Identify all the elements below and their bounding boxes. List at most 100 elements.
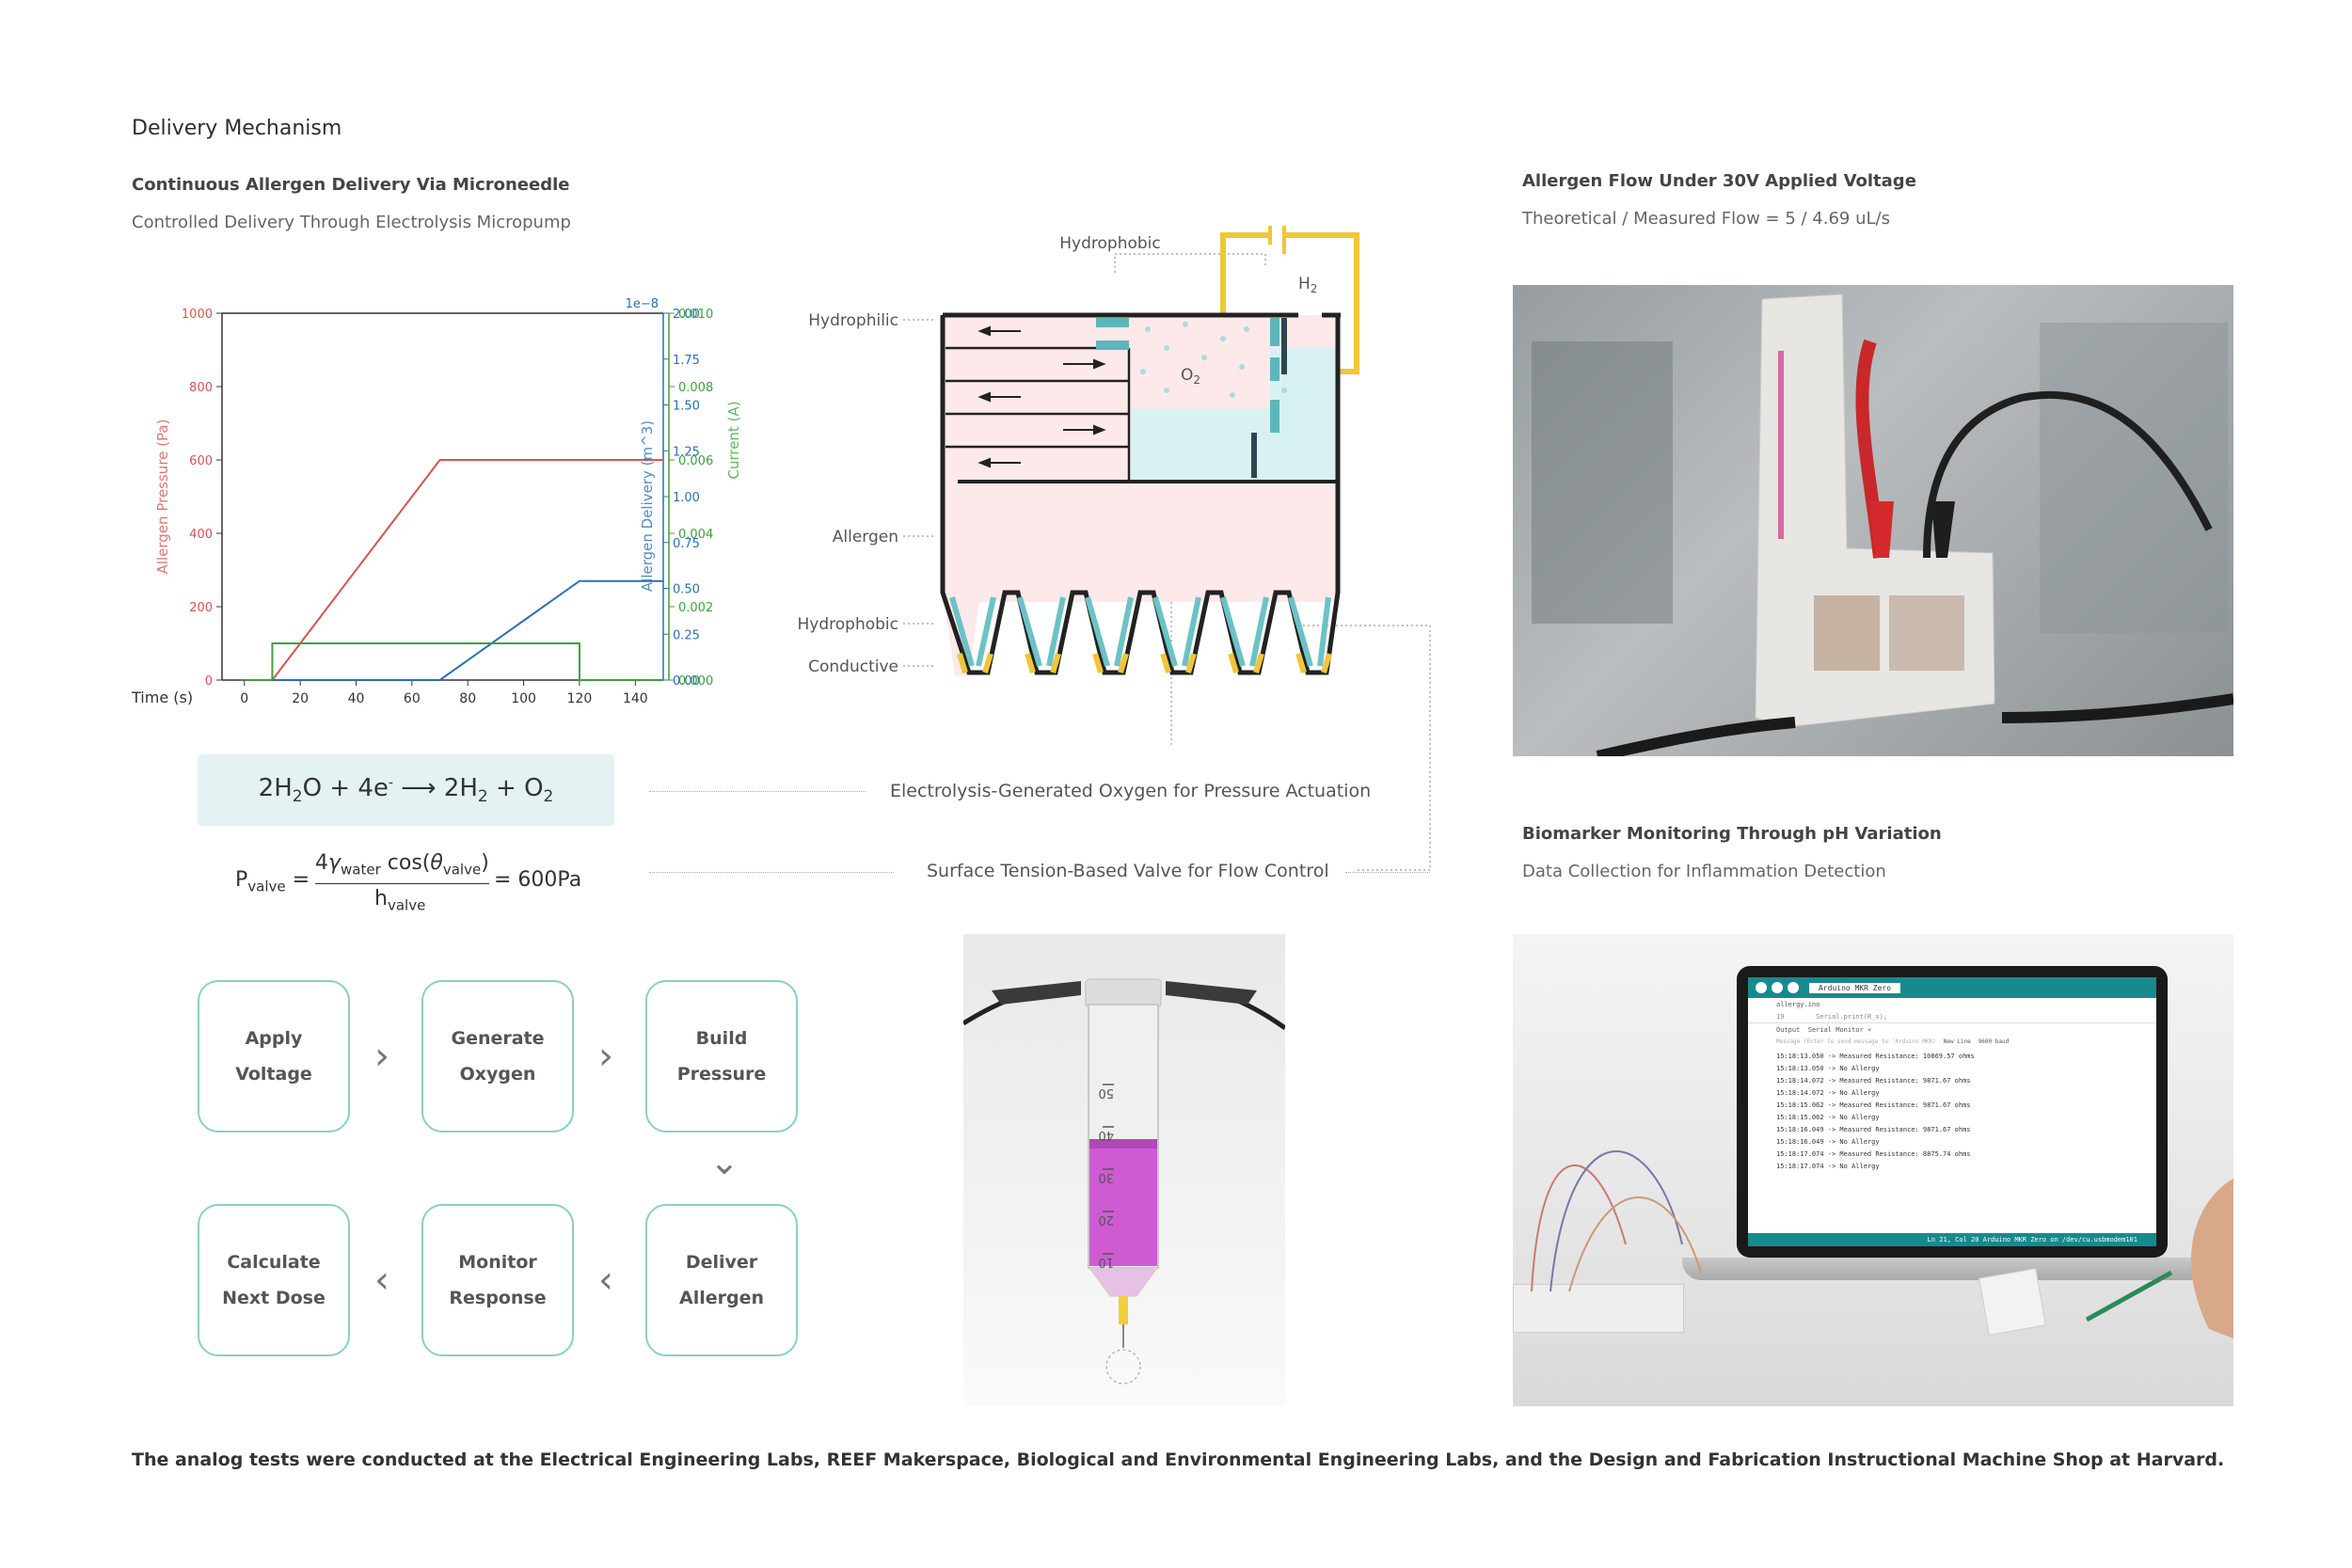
x-tick-label: 20 — [292, 691, 309, 706]
y-tick-label-1: 0.25 — [673, 628, 700, 642]
arrow-right-2-icon: › — [598, 1035, 613, 1078]
file-tab[interactable]: allergy.ino — [1776, 1001, 1820, 1008]
laptop-base — [1682, 1258, 2228, 1280]
serial-monitor-tab[interactable]: Serial Monitor × — [1807, 1026, 1872, 1034]
series-line-0 — [271, 459, 663, 681]
y-tick-label-2: 0.006 — [678, 454, 713, 468]
y-tick-label-0: 0 — [205, 674, 213, 689]
label-h2: H2 — [1298, 275, 1317, 295]
eq2-leader-right — [1345, 872, 1430, 873]
y-tick-label-1: 0.00 — [673, 674, 700, 689]
y-axis-label-1: Allergen Delivery (m^3) — [639, 420, 656, 592]
x-tick-label: 40 — [348, 691, 365, 706]
laptop-photo: Arduino MKR Zero allergy.ino 19 Serial.p… — [1513, 934, 2233, 1406]
series-line-1 — [244, 579, 663, 681]
hydrophobic-coating — [949, 596, 1331, 667]
liquid-fill — [1089, 1139, 1157, 1266]
serial-input[interactable]: Message (Enter to send message to 'Ardui… — [1776, 1038, 1936, 1045]
syringe-mark-10: 10 — [1098, 1255, 1114, 1269]
arrow-left-1-icon: ‹ — [598, 1259, 613, 1302]
section-subtitle-delivery: Controlled Delivery Through Electrolysis… — [132, 213, 571, 232]
label-hydrophilic: Hydrophilic — [808, 311, 898, 330]
y-tick-label-1: 2.00 — [673, 308, 700, 322]
pump-body-outline — [940, 315, 1341, 675]
output-tab[interactable]: Output — [1776, 1026, 1801, 1034]
x-tick-label: 60 — [404, 691, 421, 706]
x-tick-label: 80 — [459, 691, 476, 706]
board-select[interactable]: Arduino MKR Zero — [1809, 982, 1901, 993]
label-hydrophobic-bottom: Hydrophobic — [798, 615, 898, 634]
section-subtitle-biomarker: Data Collection for Inflammation Detecti… — [1522, 862, 1886, 881]
arrow-left-2-icon: ‹ — [374, 1259, 389, 1302]
y-tick-label-0: 600 — [189, 454, 213, 468]
y-tick-label-1: 1.75 — [673, 354, 700, 368]
y-tick-label-0: 400 — [189, 528, 213, 542]
syringe-mark-30: 30 — [1098, 1170, 1114, 1184]
device-photo — [1513, 285, 2233, 756]
syringe-mark-40: 40 — [1098, 1128, 1114, 1142]
y-axis-offset-1: 1e−8 — [626, 297, 659, 311]
y-tick-label-0: 200 — [189, 601, 213, 615]
newline-select[interactable]: New Line — [1943, 1038, 1971, 1045]
y-tick-label-2: 0.008 — [678, 381, 713, 395]
label-allergen: Allergen — [833, 528, 898, 546]
status-bar: Ln 21, Col 20 Arduino MKR Zero on /dev/c… — [1748, 1233, 2156, 1246]
x-axis-label: Time (s) — [131, 689, 193, 706]
verify-icon — [1756, 982, 1767, 993]
eq1-description: Electrolysis-Generated Oxygen for Pressu… — [890, 781, 1372, 801]
y-tick-label-2: 0.004 — [678, 528, 713, 542]
micropump-diagram: Hydrophobic Hydrophilic H2 O2 Allergen H… — [798, 226, 1431, 871]
eq2-leader — [649, 872, 894, 873]
flow-channels — [946, 346, 1131, 480]
section-heading-delivery: Continuous Allergen Delivery Via Microne… — [132, 175, 570, 195]
x-tick-label: 0 — [240, 691, 248, 706]
allergen-fill — [943, 480, 1338, 602]
series-line-2 — [244, 642, 663, 681]
y-tick-label-0: 800 — [189, 381, 213, 395]
label-o2: O2 — [1181, 366, 1200, 387]
breadboard — [1513, 1284, 1684, 1333]
eq2-description: Surface Tension-Based Valve for Flow Con… — [927, 861, 1329, 881]
arrow-down-icon: ⌄ — [709, 1141, 739, 1182]
water-fill — [1131, 409, 1338, 480]
y-tick-label-1: 0.75 — [673, 537, 700, 551]
equation-electrolysis-box — [198, 754, 614, 826]
y-tick-label-1: 0.50 — [673, 583, 700, 597]
y-tick-label-1: 1.50 — [673, 400, 700, 414]
y-tick-label-1: 1.25 — [673, 445, 700, 459]
section-subtitle-flow: Theoretical / Measured Flow = 5 / 4.69 u… — [1522, 209, 1890, 229]
section-heading-flow: Allergen Flow Under 30V Applied Voltage — [1522, 171, 1916, 191]
section-heading-biomarker: Biomarker Monitoring Through pH Variatio… — [1522, 824, 1942, 844]
syringe-photo: 50 40 30 20 10 — [963, 934, 1285, 1406]
serial-log: 15:18:13.050 -> Measured Resistance: 108… — [1776, 1053, 1975, 1170]
y-tick-label-2: 0.002 — [678, 601, 713, 615]
label-conductive: Conductive — [808, 657, 898, 676]
syringe-mark-50: 50 — [1098, 1085, 1114, 1100]
upload-icon — [1772, 982, 1783, 993]
label-hydrophobic-top: Hydrophobic — [1059, 234, 1160, 253]
code-line: Serial.print(R_x); — [1816, 1013, 1888, 1021]
baud-select[interactable]: 9600 baud — [1978, 1038, 2010, 1045]
flow-arrows — [977, 325, 1106, 468]
eq1-leader — [649, 791, 866, 792]
y-tick-label-2: 0.010 — [678, 308, 713, 322]
debug-icon — [1788, 982, 1799, 993]
y-tick-label-0: 1000 — [182, 308, 213, 322]
equation-electrolysis: 2H2O + 4e- ⟶ 2H2 + O2 — [258, 774, 554, 807]
x-tick-label: 120 — [567, 691, 593, 706]
footer-note: The analog tests were conducted at the E… — [132, 1449, 2225, 1470]
x-tick-label: 140 — [623, 691, 648, 706]
leader-hydrophobic-top — [1114, 253, 1266, 273]
y-tick-label-1: 1.00 — [673, 491, 700, 505]
page-title: Delivery Mechanism — [132, 117, 342, 140]
syringe-mark-20: 20 — [1098, 1212, 1114, 1227]
line-number: 19 — [1776, 1013, 1785, 1021]
y-axis-label-0: Allergen Pressure (Pa) — [154, 420, 171, 575]
